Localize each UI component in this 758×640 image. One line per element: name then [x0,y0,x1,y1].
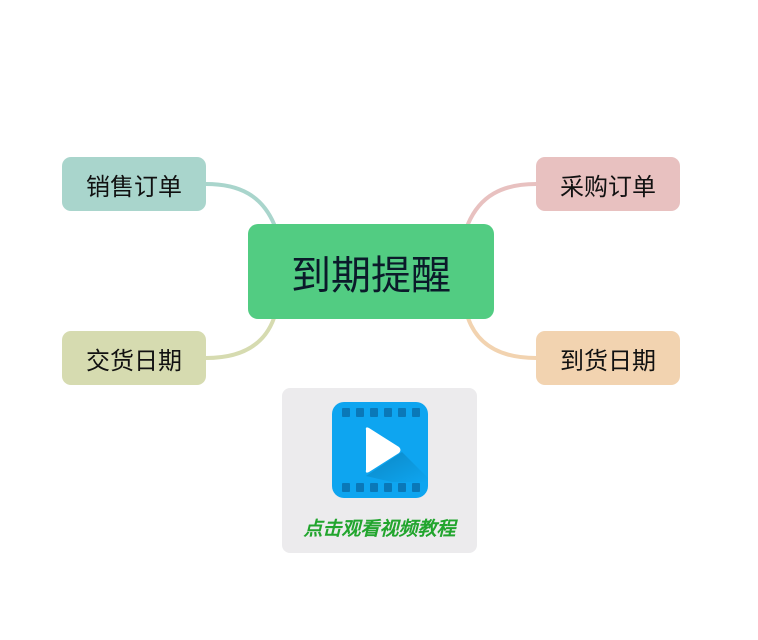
connector-arrival-date [466,316,538,360]
connector-delivery-date [204,316,276,360]
branch-label: 到货日期 [560,346,656,375]
play-video-icon[interactable] [332,402,428,498]
video-tutorial-card[interactable]: 点击观看视频教程 [282,388,477,553]
branch-purchase-order[interactable]: 采购订单 [536,157,680,211]
branch-label: 采购订单 [560,172,656,201]
connector-sales-order [204,182,276,226]
branch-sales-order[interactable]: 销售订单 [62,157,206,211]
branch-label: 交货日期 [86,346,182,375]
connector-purchase-order [466,182,538,226]
central-topic-label: 到期提醒 [291,252,451,299]
branch-label: 销售订单 [86,172,182,201]
video-tutorial-label[interactable]: 点击观看视频教程 [303,518,456,540]
branch-delivery-date[interactable]: 交货日期 [62,331,206,385]
central-topic[interactable]: 到期提醒 [248,224,494,319]
branch-arrival-date[interactable]: 到货日期 [536,331,680,385]
